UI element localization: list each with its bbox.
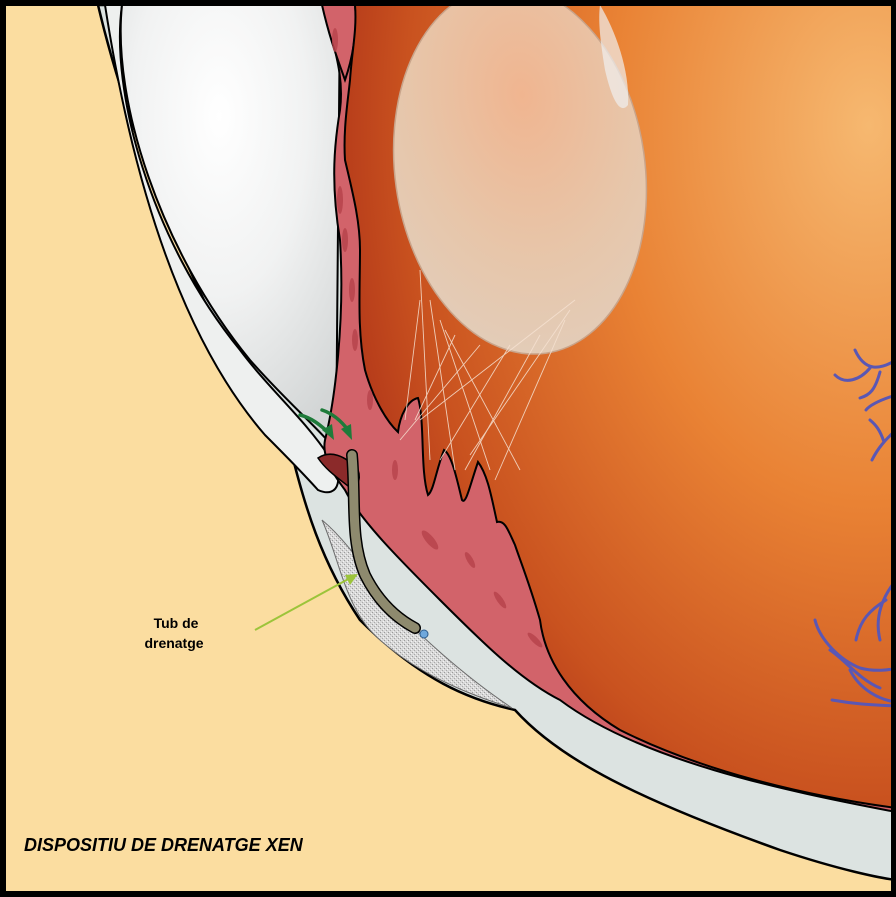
callout-label-line2: drenatge	[144, 635, 203, 651]
diagram-title: DISPOSITIU DE DRENATGE XEN	[24, 835, 304, 855]
drop-icon	[420, 630, 428, 638]
callout-label-line1: Tub de	[154, 615, 199, 631]
